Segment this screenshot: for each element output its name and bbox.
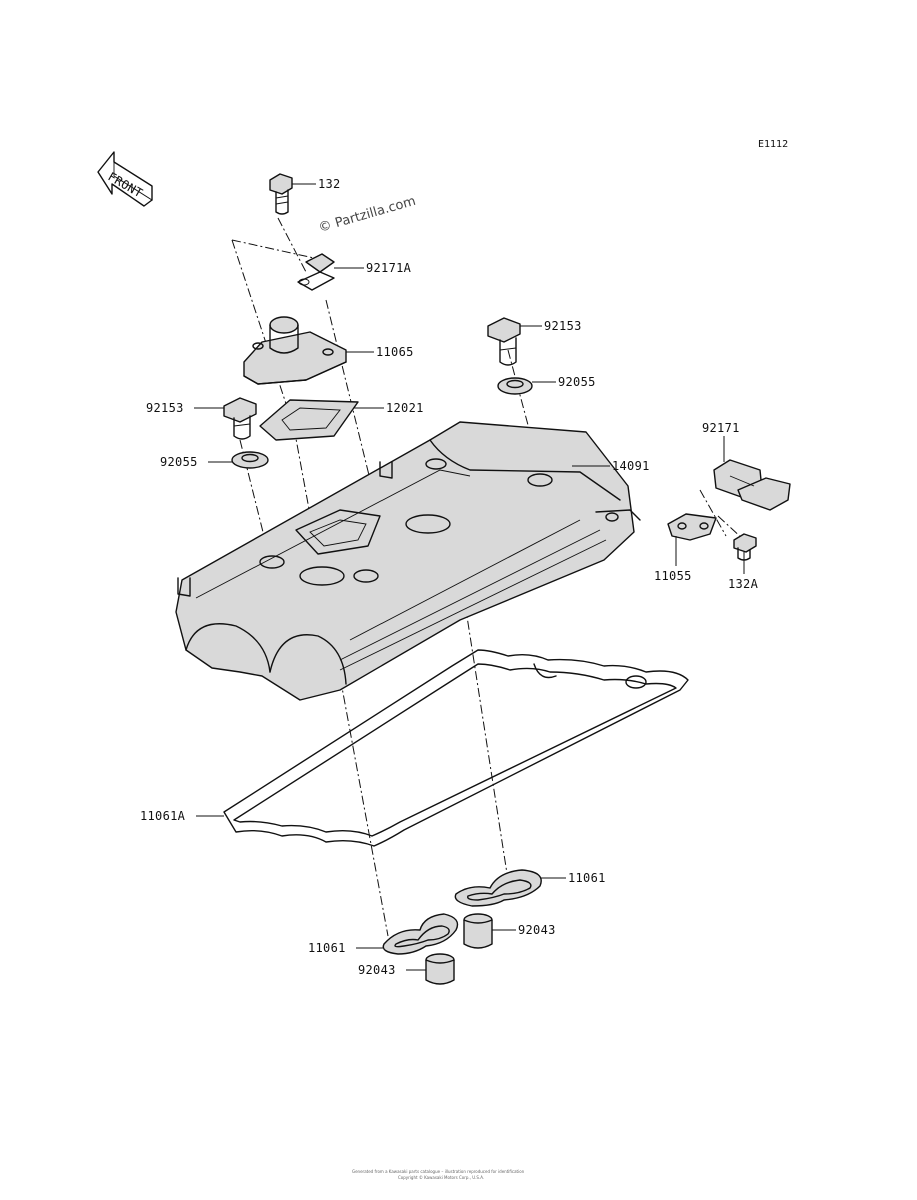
bolt-92153-left [223, 397, 257, 440]
plate-12021 [259, 399, 359, 441]
callout-14091: 14091 [612, 459, 650, 473]
callout-92055-top: 92055 [558, 375, 596, 389]
watermark: © Partzilla.com [317, 194, 418, 236]
callout-132: 132 [318, 177, 341, 191]
bracket-11055 [667, 513, 717, 541]
callout-92055-left: 92055 [160, 455, 198, 469]
bolt-132A [733, 533, 757, 561]
callout-11061-right: 11061 [568, 871, 606, 885]
callout-92171A: 92171A [366, 261, 412, 275]
breather-cover-11065 [243, 316, 347, 385]
front-label: FRONT [106, 169, 146, 200]
head-cover-14091 [175, 421, 641, 701]
ref-code: E1112 [758, 139, 788, 150]
sleeve-92043-right [463, 913, 493, 949]
gasket-11061-left [382, 913, 459, 955]
bolt-92153-top [487, 317, 521, 366]
callout-92153-left: 92153 [146, 401, 184, 415]
callout-11061A: 11061A [140, 809, 186, 823]
gasket-11061A [223, 649, 689, 847]
bracket-92171A [297, 253, 335, 291]
callout-11061-left: 11061 [308, 941, 346, 955]
footer-line-1: Generated from a Kawasaki parts catalogu… [352, 1169, 525, 1174]
gasket-11061-right [454, 869, 542, 907]
footer-line-2: Copyright © Kawasaki Motors Corp., U.S.A… [398, 1175, 484, 1180]
callout-92043-right: 92043 [518, 923, 556, 937]
callout-12021: 12021 [386, 401, 424, 415]
washer-92055-left [231, 451, 269, 469]
front-arrow-icon: FRONT [97, 151, 153, 207]
callout-92171: 92171 [702, 421, 740, 435]
clamp-92171 [713, 459, 791, 511]
callout-92043-left: 92043 [358, 963, 396, 977]
callout-132A: 132A [728, 577, 759, 591]
callout-92153-top: 92153 [544, 319, 582, 333]
washer-92055-top [497, 377, 533, 395]
callout-labels: 132 92171A 11065 92153 92055 92153 12021… [140, 177, 759, 977]
sleeve-92043-left [425, 953, 455, 985]
callout-11055: 11055 [654, 569, 692, 583]
leader-lines [194, 183, 745, 971]
bolt-132 [269, 173, 293, 215]
callout-11065: 11065 [376, 345, 414, 359]
